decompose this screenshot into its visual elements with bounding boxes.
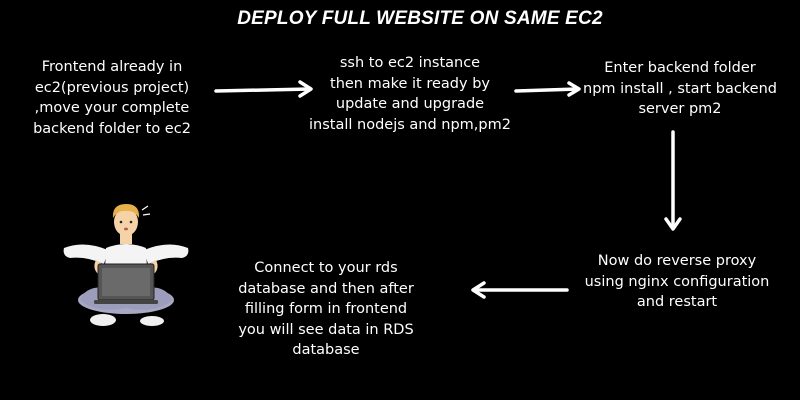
- step-1-text: Frontend already in ec2(previous project…: [14, 57, 210, 139]
- step-3-line-3: server pm2: [638, 101, 722, 117]
- arrow-step4-to-step5: [471, 281, 569, 299]
- step-5-line-3: filling form in frontend: [244, 301, 408, 317]
- step-5-line-5: database: [292, 342, 360, 358]
- step-1-line-2: ec2(previous project): [34, 79, 190, 96]
- person-with-laptop-illustration: [63, 204, 189, 326]
- step-4-line-2: using nginx configuration: [584, 273, 770, 290]
- step-5-line-2: database and then after: [238, 280, 414, 297]
- step-2-line-3: update and upgrade: [335, 96, 485, 112]
- step-2-text: ssh to ec2 instance then make it ready b…: [296, 53, 524, 135]
- step-2-line-4: install nodejs and npm,pm2: [309, 116, 511, 133]
- step-1-line-4: backend folder to ec2: [33, 120, 191, 137]
- step-1-line-1: Frontend already in: [41, 59, 183, 75]
- arrow-step3-to-step4: [664, 130, 682, 231]
- step-5-line-1: Connect to your rds: [254, 260, 398, 276]
- step-5-line-4: you will see data in RDS: [238, 321, 414, 338]
- step-3-line-2: npm install , start backend: [583, 80, 777, 97]
- step-4-text: Now do reverse proxy using nginx configu…: [568, 251, 786, 313]
- step-3-text: Enter backend folder npm install , start…: [570, 58, 790, 120]
- step-1-line-3: ,move your complete: [34, 100, 190, 116]
- step-2-line-1: ssh to ec2 instance: [339, 55, 481, 71]
- step-3-line-1: Enter backend folder: [604, 60, 756, 76]
- diagram-title: DEPLOY FULL WEBSITE ON SAME EC2: [237, 8, 603, 29]
- step-2-line-2: then make it ready by: [330, 75, 490, 92]
- step-4-line-1: Now do reverse proxy: [597, 253, 757, 269]
- step-5-text: Connect to your rds database and then af…: [220, 258, 432, 361]
- step-4-line-3: and restart: [636, 294, 718, 310]
